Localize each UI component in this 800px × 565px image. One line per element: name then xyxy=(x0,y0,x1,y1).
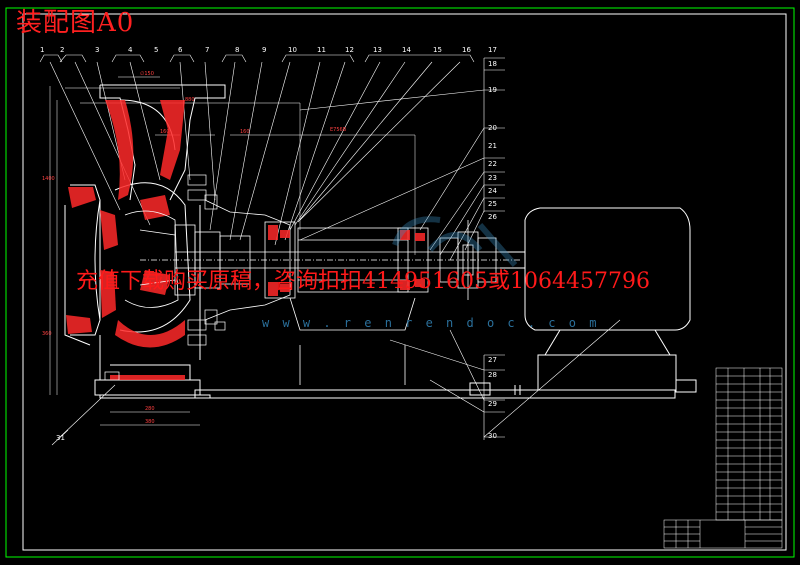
callout-right-30: 30 xyxy=(488,432,497,440)
callout-right-29: 29 xyxy=(488,400,497,408)
top-leader-lines xyxy=(39,54,475,246)
svg-text:280: 280 xyxy=(145,406,155,412)
callout-right-18: 18 xyxy=(488,60,497,68)
watermark-logo xyxy=(392,216,518,267)
callout-right-28: 28 xyxy=(488,371,497,379)
callout-top-7: 7 xyxy=(205,46,209,54)
right-callout-lines xyxy=(299,57,621,440)
pump-shaft xyxy=(140,251,520,269)
svg-text:160: 160 xyxy=(240,129,250,135)
callout-top-14: 14 xyxy=(402,46,411,54)
callout-top-3: 3 xyxy=(95,46,99,54)
svg-text:1400: 1400 xyxy=(42,176,55,182)
svg-text:∅150: ∅150 xyxy=(140,71,154,77)
callout-right-21: 21 xyxy=(488,142,497,150)
callout-top-13: 13 xyxy=(373,46,382,54)
callout-top-15: 15 xyxy=(433,46,442,54)
callout-right-24: 24 xyxy=(488,187,497,195)
callout-31: 31 xyxy=(56,434,65,442)
callout-right-22: 22 xyxy=(488,160,497,168)
callout-top-8: 8 xyxy=(235,46,239,54)
callout-top-12: 12 xyxy=(345,46,354,54)
title-block xyxy=(663,519,783,549)
callout-top-9: 9 xyxy=(262,46,266,54)
section-hatching xyxy=(66,100,185,380)
parts-list-table xyxy=(715,367,783,521)
callout-top-1: 1 xyxy=(40,46,44,54)
electric-motor xyxy=(500,207,697,393)
watermark-site: w w w . r e n r e n d o c . c o m xyxy=(262,316,600,330)
bottom-leader xyxy=(51,384,116,446)
callout-top-16: 16 xyxy=(462,46,471,54)
svg-text:360: 360 xyxy=(42,331,52,337)
callout-top-6: 6 xyxy=(178,46,183,54)
callout-right-23: 23 xyxy=(488,174,497,182)
bearing-bracket xyxy=(204,199,429,385)
callout-top-4: 4 xyxy=(128,46,133,54)
callout-right-20: 20 xyxy=(488,124,497,132)
inner-frame xyxy=(22,13,787,551)
callout-right-27: 27 xyxy=(488,356,497,364)
dimension-values: 880 ∅150 E756B 160 160 1400 360 280 380 xyxy=(42,71,347,425)
callout-right-25: 25 xyxy=(488,200,497,208)
bolts xyxy=(104,174,226,381)
callout-right-26: 26 xyxy=(488,213,497,221)
pump-casing xyxy=(64,84,226,396)
bracket-hatching xyxy=(268,225,425,296)
drawing-title: 装配图A0 xyxy=(16,8,135,38)
svg-text:880: 880 xyxy=(185,97,195,103)
base-plate xyxy=(99,382,676,399)
callout-top-11: 11 xyxy=(317,46,326,54)
svg-text:380: 380 xyxy=(145,419,155,425)
callout-top-5: 5 xyxy=(154,46,158,54)
watermark-text: 充值下载购买原稿，咨询扣扣414951605或1064457796 xyxy=(76,269,650,294)
outer-frame xyxy=(5,7,795,558)
right-callout-numbers: 18 19 20 21 22 23 24 25 26 27 28 29 30 xyxy=(488,60,497,440)
callout-top-2: 2 xyxy=(60,46,64,54)
svg-text:E756B: E756B xyxy=(330,127,347,133)
svg-text:160: 160 xyxy=(160,129,170,135)
coupling xyxy=(439,220,497,300)
callout-right-19: 19 xyxy=(488,86,497,94)
callout-top-17: 17 xyxy=(488,46,497,54)
callout-top-10: 10 xyxy=(288,46,297,54)
